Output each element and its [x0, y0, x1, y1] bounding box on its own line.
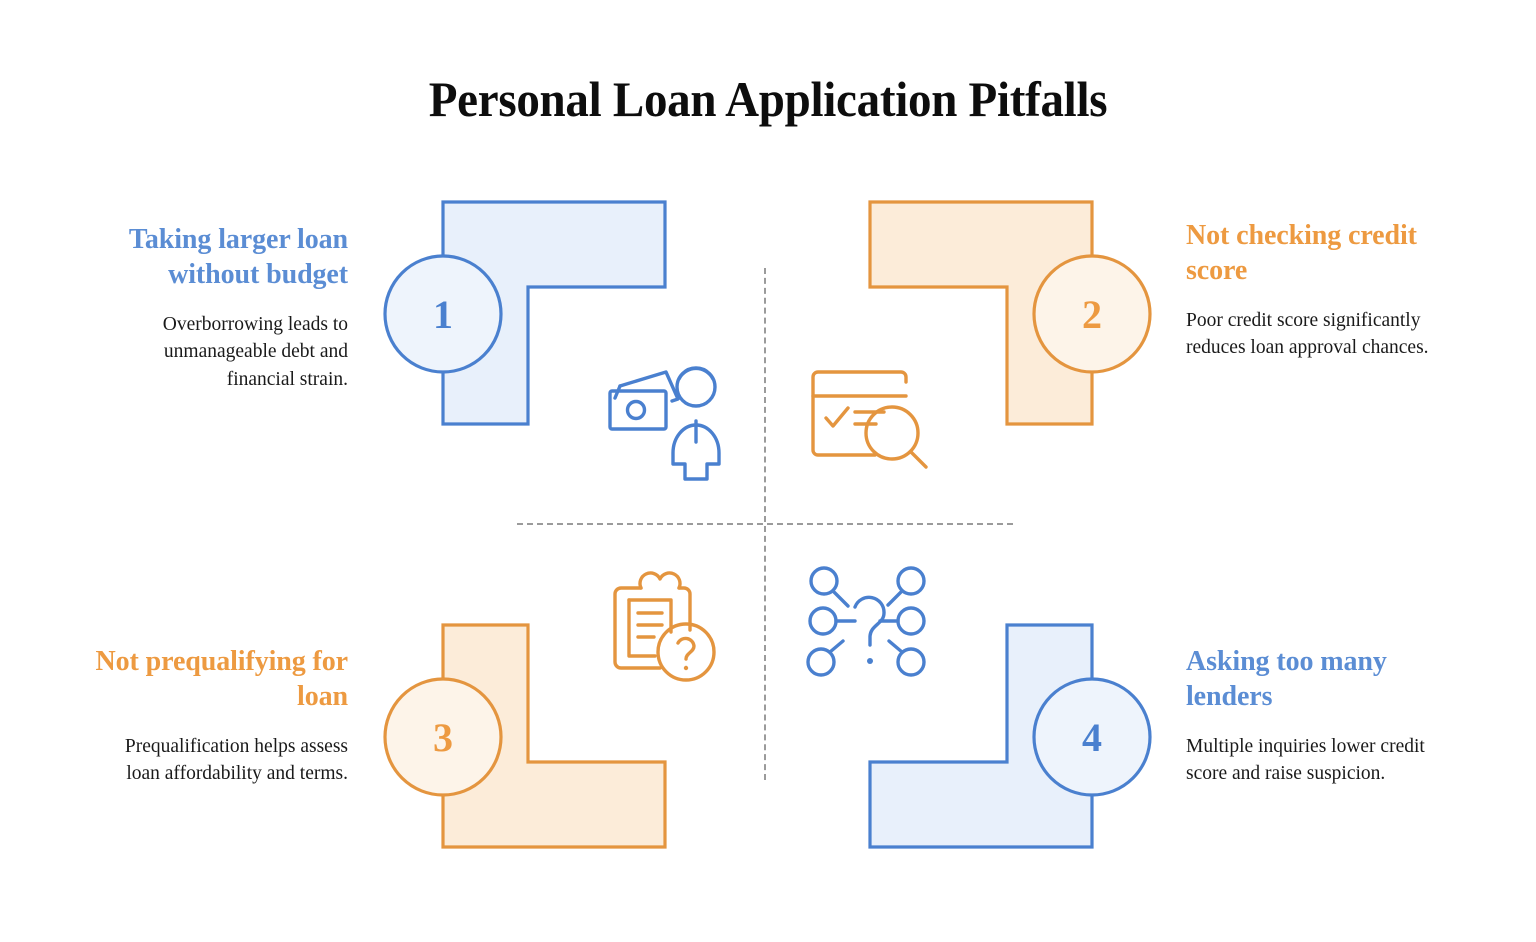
quadrant-shape-3: [441, 623, 667, 849]
page-title: Personal Loan Application Pitfalls: [428, 71, 1108, 127]
number-badge-2[interactable]: 2: [1032, 254, 1152, 374]
number-badge-4[interactable]: 4: [1032, 677, 1152, 797]
number-circle-1: [383, 254, 503, 374]
quadrant-body-4: Multiple inquiries lower credit score an…: [1186, 735, 1425, 785]
quadrant-block-3: [441, 623, 667, 849]
quadrant-text-3: Not prequalifying for loan Prequalificat…: [58, 644, 349, 788]
number-badge-1[interactable]: 1: [383, 254, 503, 374]
quadrant-body-3: Prequalification helps assess loan affor…: [124, 735, 348, 785]
number-label-1: 1: [433, 292, 453, 337]
divider-horizontal: [517, 523, 1013, 525]
quadrant-text-1: Taking larger loan without budget Overbo…: [58, 222, 348, 394]
quadrant-heading-1: Taking larger loan without budget: [128, 224, 348, 291]
quadrant-body-1: Overborrowing leads to unmanageable debt…: [162, 313, 348, 390]
clipboard-question-icon: [613, 571, 716, 682]
quadrant-block-2: [868, 200, 1094, 426]
number-label-2: 2: [1082, 292, 1102, 337]
quadrant-text-4: Asking too many lenders Multiple inquiri…: [1186, 644, 1476, 788]
number-label-4: 4: [1082, 715, 1102, 760]
network-question-icon: [806, 566, 926, 677]
credit-report-magnifier-icon: [811, 370, 928, 469]
number-circle-4: [1032, 677, 1152, 797]
quadrant-heading-2: Not checking credit score: [1186, 220, 1417, 287]
number-label-3: 3: [433, 715, 453, 760]
quadrant-text-2: Not checking credit score Poor credit sc…: [1186, 218, 1476, 362]
quadrant-heading-4: Asking too many lenders: [1186, 646, 1387, 713]
number-badge-3[interactable]: 3: [383, 677, 503, 797]
number-circle-3: [383, 677, 503, 797]
wallet-person-icon: [608, 366, 721, 481]
quadrant-shape-4: [868, 623, 1094, 849]
quadrant-heading-3: Not prequalifying for loan: [95, 646, 349, 713]
quadrant-body-2: Poor credit score significantly reduces …: [1186, 309, 1429, 359]
quadrant-block-1: [441, 200, 667, 426]
quadrant-block-4: [868, 623, 1094, 849]
quadrant-shape-1: [441, 200, 667, 426]
number-circle-2: [1032, 254, 1152, 374]
quadrant-shape-2: [868, 200, 1094, 426]
